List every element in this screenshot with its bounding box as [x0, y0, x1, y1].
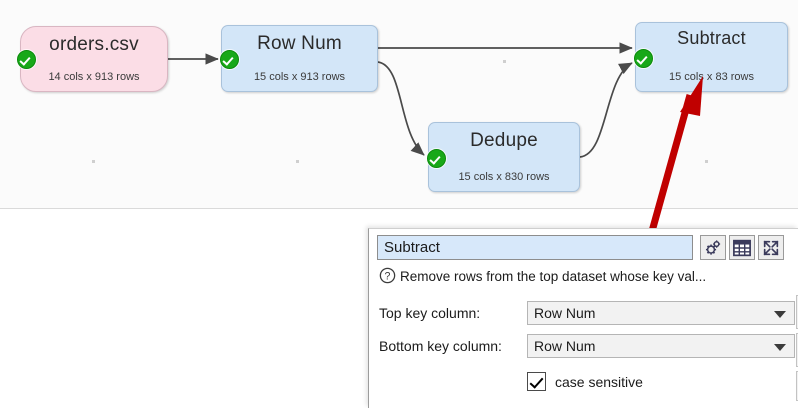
- status-ok-icon: [634, 49, 653, 68]
- chevron-down-icon: [774, 311, 786, 318]
- node-row-num[interactable]: Row Num 15 cols x 913 rows: [221, 25, 378, 92]
- status-ok-icon: [17, 50, 36, 69]
- question-mark-icon[interactable]: ?: [379, 267, 396, 284]
- top-key-column-value: Row Num: [534, 305, 596, 321]
- status-ok-icon: [427, 149, 446, 168]
- grid-dot: [503, 60, 506, 63]
- bottom-key-column-label: Bottom key column:: [379, 338, 502, 354]
- clipped-widget-edge: [796, 371, 798, 401]
- chevron-down-icon: [774, 344, 786, 351]
- node-stats: 14 cols x 913 rows: [48, 71, 140, 83]
- table-icon-button[interactable]: [729, 235, 755, 260]
- node-title: Dedupe: [470, 130, 538, 151]
- grid-dot: [296, 160, 299, 163]
- settings-panel[interactable]: Subtract: [368, 228, 798, 408]
- top-key-column-dropdown[interactable]: Row Num: [527, 301, 795, 325]
- node-subtract[interactable]: Subtract 15 cols x 83 rows: [635, 22, 788, 92]
- field-row-bottom-key: Bottom key column: Row Num: [379, 334, 795, 358]
- panel-description-text: Remove rows from the top dataset whose k…: [400, 269, 707, 284]
- case-sensitive-label: case sensitive: [555, 374, 643, 390]
- bottom-key-column-value: Row Num: [534, 338, 596, 354]
- node-title: Row Num: [257, 33, 342, 54]
- node-title: orders.csv: [49, 34, 139, 55]
- top-key-column-label: Top key column:: [379, 305, 481, 321]
- node-stats: 15 cols x 830 rows: [458, 171, 550, 183]
- gears-icon: [705, 239, 721, 255]
- table-icon: [733, 239, 751, 256]
- bottom-key-column-dropdown[interactable]: Row Num: [527, 334, 795, 358]
- node-orders-csv[interactable]: orders.csv 14 cols x 913 rows: [20, 26, 168, 92]
- connection-edges: [167, 42, 633, 158]
- node-dedupe[interactable]: Dedupe 15 cols x 830 rows: [428, 122, 580, 192]
- flow-canvas[interactable]: orders.csv 14 cols x 913 rows Row Num 15…: [0, 0, 798, 209]
- status-ok-icon: [220, 50, 239, 69]
- clipped-widget-edge: [796, 295, 798, 329]
- gears-icon-button[interactable]: [700, 235, 726, 260]
- clipped-widget-edge: [796, 333, 798, 367]
- panel-title-row: Subtract: [377, 235, 796, 260]
- field-row-top-key: Top key column: Row Num: [379, 301, 795, 325]
- node-title: Subtract: [677, 28, 746, 48]
- expand-icon: [763, 240, 779, 255]
- grid-dot: [92, 160, 95, 163]
- grid-dot: [705, 160, 708, 163]
- node-stats: 15 cols x 83 rows: [669, 71, 754, 83]
- panel-description-row: ? Remove rows from the top dataset whose…: [379, 267, 792, 287]
- node-stats: 15 cols x 913 rows: [253, 71, 346, 83]
- panel-title-input[interactable]: Subtract: [377, 235, 693, 260]
- expand-icon-button[interactable]: [758, 235, 784, 260]
- case-sensitive-checkbox[interactable]: [527, 372, 546, 391]
- svg-text:?: ?: [385, 270, 391, 282]
